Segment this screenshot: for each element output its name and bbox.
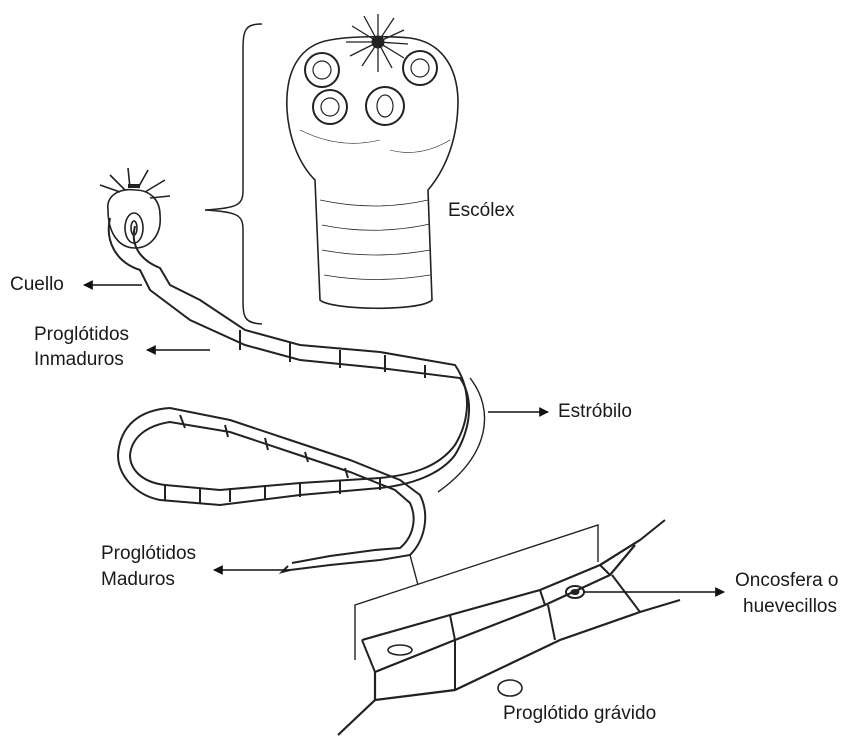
tapeworm-head [100, 168, 170, 248]
label-proglotidos-maduros-line1: Proglótidos [101, 543, 196, 565]
label-oncosfera-line2: huevecillos [743, 596, 837, 618]
label-oncosfera-line1: Oncosfera o [735, 570, 839, 592]
label-escolex: Escólex [448, 200, 515, 222]
scolex-bracket [205, 24, 262, 324]
tapeworm-body [109, 218, 469, 572]
label-cuello: Cuello [10, 274, 64, 296]
label-proglotidos-inmaduros-line2: Inmaduros [34, 349, 124, 371]
label-proglotido-gravido: Proglótido grávido [503, 703, 656, 725]
label-proglotidos-maduros-line2: Maduros [101, 569, 175, 591]
label-proglotidos-inmaduros-line1: Proglótidos [34, 324, 129, 346]
scolex-enlarged-illustration [287, 14, 458, 308]
label-estrobilo: Estróbilo [558, 401, 632, 423]
